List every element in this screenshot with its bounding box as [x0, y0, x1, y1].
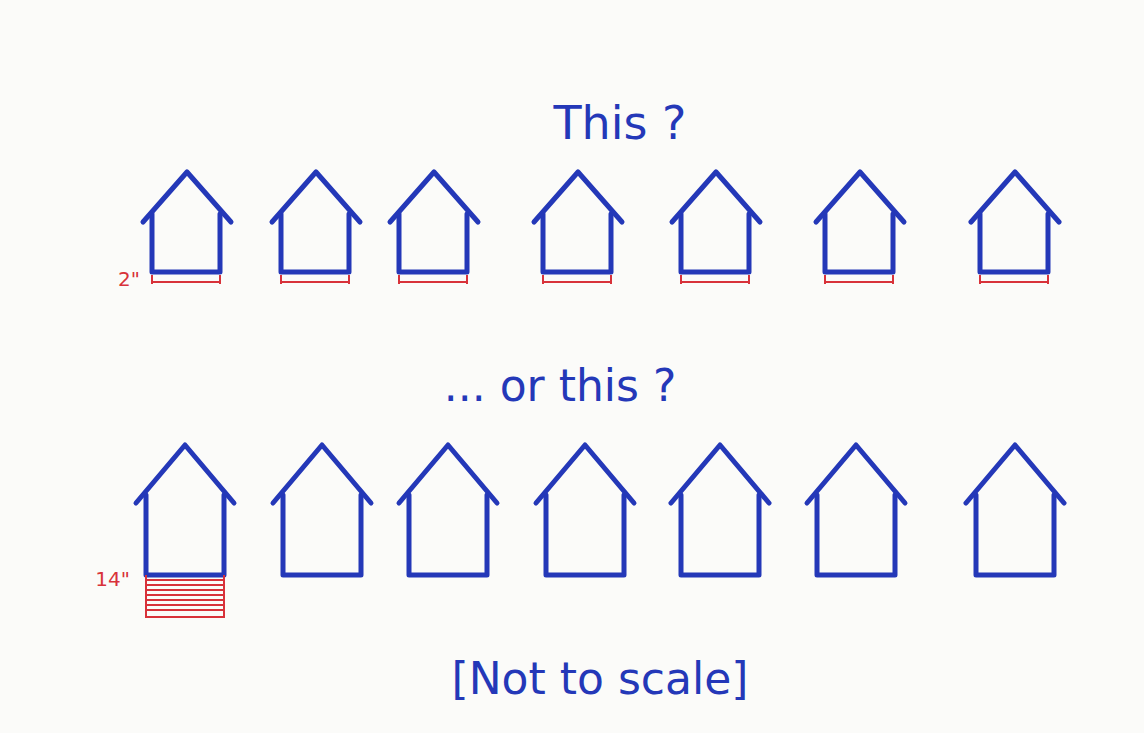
house-outline	[816, 172, 904, 284]
house-outline	[143, 172, 231, 284]
house-outline	[273, 445, 371, 575]
scale-note: [Not to scale]	[390, 655, 810, 703]
house-outline	[272, 172, 360, 284]
house-outline	[807, 445, 905, 575]
dimension-label: 2"	[60, 268, 140, 290]
insulation-stripes	[146, 575, 224, 617]
house-outline	[534, 172, 622, 284]
house-outline	[390, 172, 478, 284]
question-heading: ... or this ?	[370, 362, 750, 410]
house-outline	[536, 445, 634, 575]
house-outline	[966, 445, 1064, 575]
house-outline	[671, 445, 769, 575]
dimension-label: 14"	[50, 568, 130, 590]
house-outline	[399, 445, 497, 575]
house-outline	[672, 172, 760, 284]
question-heading: This ?	[470, 98, 770, 149]
house-outline	[136, 445, 234, 575]
house-outline	[971, 172, 1059, 284]
